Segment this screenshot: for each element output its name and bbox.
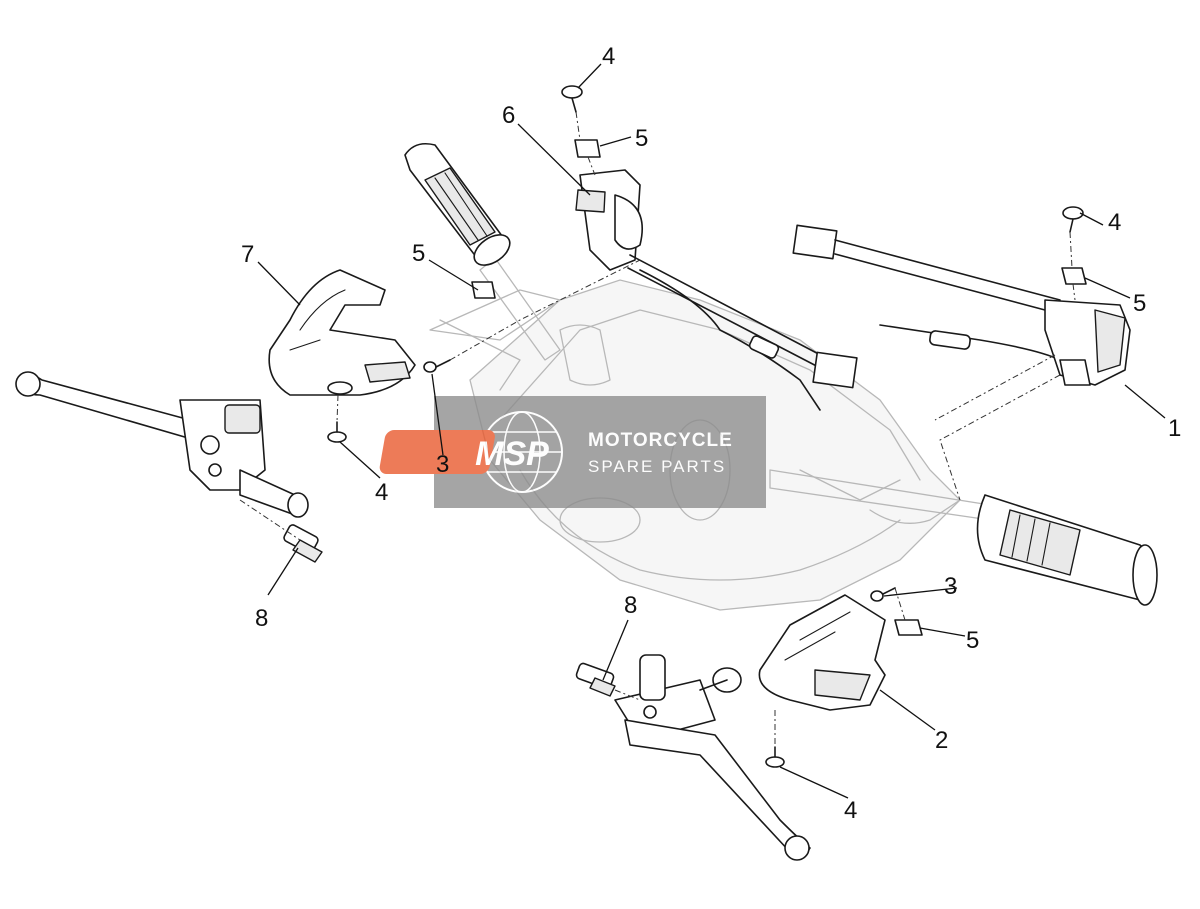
callout-8-left: 8	[255, 605, 268, 632]
right-cover	[758, 594, 886, 711]
callout-5-right: 5	[1133, 290, 1146, 317]
callout-8-right: 8	[624, 592, 637, 619]
callout-2: 2	[935, 727, 948, 754]
tap-screw-left	[423, 359, 451, 373]
leader-lines	[257, 63, 1166, 799]
msp-logo	[379, 430, 495, 474]
callout-4-right: 4	[1108, 209, 1121, 236]
watermark-line1: MOTORCYCLE	[588, 430, 733, 451]
clip-right	[1061, 267, 1087, 285]
clip-bottom	[894, 619, 923, 636]
callout-1: 1	[1168, 415, 1181, 442]
callout-4-top: 4	[602, 43, 615, 70]
left-grip	[404, 142, 511, 266]
callout-3-left: 3	[436, 451, 449, 478]
callout-5-top: 5	[635, 125, 648, 152]
brake-switch-left	[283, 524, 323, 563]
callout-labels: 1 2 3 3 4 4 4 4 5 5 5 5 6 7 8 8	[241, 43, 1181, 824]
left-switch-assembly	[575, 169, 858, 411]
watermark-logo-text: MSP	[475, 435, 549, 473]
callout-4-bottom: 4	[844, 797, 857, 824]
right-grip	[976, 494, 1158, 606]
right-brake-lever	[614, 654, 811, 861]
right-switch-assembly	[792, 224, 1131, 386]
clip-mid	[471, 281, 496, 299]
left-cover	[268, 269, 416, 396]
callout-3-right: 3	[944, 573, 957, 600]
watermark-line2: SPARE PARTS	[588, 457, 726, 476]
tap-screw-right	[870, 587, 896, 602]
screw-left	[327, 421, 347, 443]
left-brake-lever	[15, 371, 309, 518]
callout-5-mid: 5	[412, 240, 425, 267]
clip-top	[574, 139, 601, 158]
alignment-lines	[239, 111, 1076, 747]
callout-7: 7	[241, 241, 254, 268]
callout-4-left: 4	[375, 479, 388, 506]
callout-5-bottom: 5	[966, 627, 979, 654]
callout-6: 6	[502, 102, 515, 129]
screw-right	[1062, 206, 1084, 233]
brake-switch-right	[575, 662, 616, 697]
screw-bottom	[765, 746, 785, 768]
screw-top	[561, 85, 583, 113]
watermark: MSP MOTORCYCLE SPARE PARTS	[379, 396, 766, 508]
